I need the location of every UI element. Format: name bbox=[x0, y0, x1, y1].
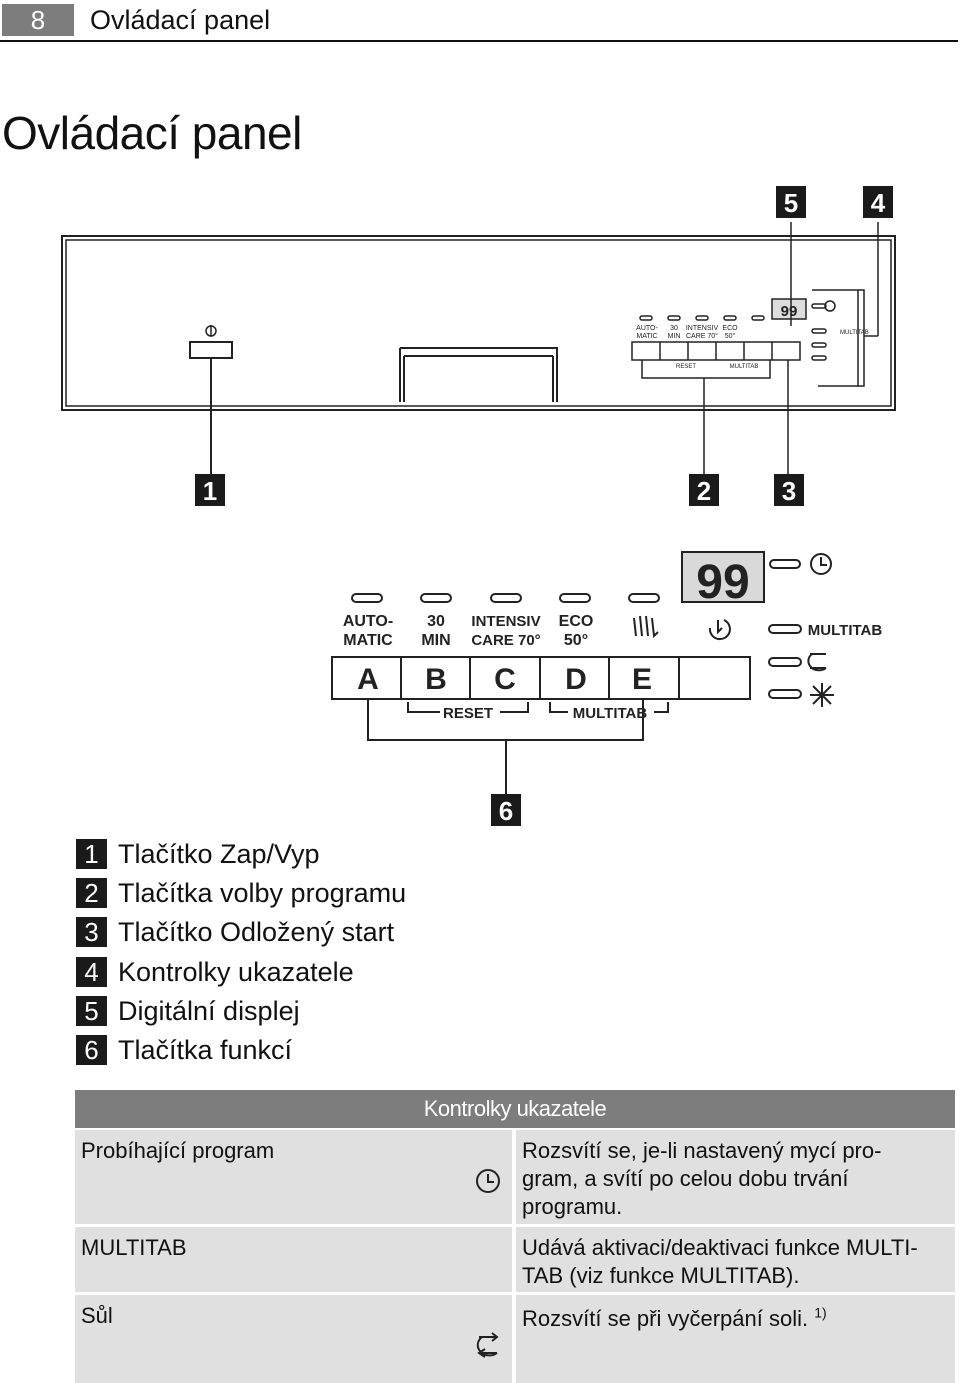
svg-text:MULTITAB: MULTITAB bbox=[840, 330, 869, 336]
small-display-digits: 99 bbox=[781, 303, 798, 320]
svg-text:RESET: RESET bbox=[443, 705, 493, 722]
svg-text:30: 30 bbox=[427, 613, 445, 630]
panel-detail-diagram: 99 AUTO- MATIC 30 MIN INTENSIV CARE 70° … bbox=[331, 551, 883, 826]
indicator-name: MULTITAB bbox=[81, 1235, 187, 1260]
delay-start-icon bbox=[708, 619, 731, 641]
svg-text:RESET: RESET bbox=[676, 364, 696, 370]
table-row: Rozsvítí se při vyčerpání soli. 1) bbox=[516, 1295, 955, 1383]
page-title: Ovládací panel bbox=[2, 107, 302, 159]
panel-outline bbox=[61, 235, 896, 411]
dry-icon bbox=[633, 615, 659, 639]
panel-overview-diagram: 99 AUTO- MATIC 30 MIN INTENSIV CARE 70° … bbox=[61, 186, 896, 506]
svg-text:50°: 50° bbox=[725, 332, 736, 340]
callout-1: 1 bbox=[195, 474, 225, 506]
panel-handle bbox=[399, 347, 558, 402]
svg-text:5: 5 bbox=[784, 188, 798, 218]
button-d: D bbox=[565, 663, 587, 696]
table-row: Udává aktivaci/deaktivaci funkce MULTI- … bbox=[516, 1227, 955, 1292]
clock-icon bbox=[476, 1169, 500, 1193]
svg-text:AUTO-: AUTO- bbox=[343, 613, 393, 630]
table-row: Rozsvítí se, je-li nastavený mycí pro- g… bbox=[516, 1130, 955, 1224]
svg-text:3: 3 bbox=[782, 476, 796, 506]
svg-text:MATIC: MATIC bbox=[343, 632, 393, 649]
svg-text:AUTO-: AUTO- bbox=[636, 325, 658, 332]
page-number: 8 bbox=[2, 4, 74, 36]
callout-6: 6 bbox=[491, 794, 521, 826]
svg-text:INTENSIV: INTENSIV bbox=[471, 613, 540, 630]
svg-text:CARE 70°: CARE 70° bbox=[686, 332, 718, 340]
svg-text:MULTITAB: MULTITAB bbox=[573, 705, 648, 722]
svg-text:INTENSIV: INTENSIV bbox=[686, 325, 719, 332]
clock-icon-panel bbox=[810, 553, 832, 575]
button-e: E bbox=[632, 663, 652, 696]
svg-text:MATIC: MATIC bbox=[636, 333, 657, 340]
callout-2: 2 bbox=[689, 474, 719, 506]
rinse-aid-indicator-icon bbox=[810, 683, 834, 707]
svg-text:CARE 70°: CARE 70° bbox=[471, 632, 540, 649]
salt-indicator-icon bbox=[807, 653, 827, 672]
svg-text:ECO: ECO bbox=[559, 613, 594, 630]
led-intensiv bbox=[490, 593, 522, 603]
button-c: C bbox=[494, 663, 516, 696]
svg-text:ECO: ECO bbox=[722, 325, 738, 332]
svg-text:50°: 50° bbox=[564, 632, 588, 649]
led-automatic bbox=[351, 593, 383, 603]
svg-text:1: 1 bbox=[203, 476, 217, 506]
table-heading: Kontrolky ukazatele bbox=[75, 1090, 955, 1128]
svg-text:6: 6 bbox=[499, 796, 513, 826]
table-row: MULTITAB bbox=[75, 1227, 512, 1292]
footnote-marker: 1) bbox=[814, 1304, 827, 1321]
digital-display bbox=[681, 551, 765, 603]
button-a: A bbox=[357, 663, 379, 696]
svg-text:2: 2 bbox=[697, 476, 711, 506]
indicator-name: Sůl bbox=[81, 1303, 113, 1328]
power-button-small bbox=[189, 341, 233, 359]
svg-text:MULTITAB: MULTITAB bbox=[808, 622, 883, 639]
svg-text:4: 4 bbox=[871, 188, 886, 218]
led-eco bbox=[559, 593, 591, 603]
callout-3: 3 bbox=[774, 474, 804, 506]
table-row: Sůl bbox=[75, 1295, 512, 1383]
led-30min bbox=[420, 593, 452, 603]
svg-text:MIN: MIN bbox=[421, 632, 450, 649]
table-row: Probíhající program bbox=[75, 1130, 512, 1224]
salt-icon bbox=[476, 1332, 499, 1358]
header-rule bbox=[0, 40, 958, 42]
svg-text:MULTITAB: MULTITAB bbox=[730, 364, 759, 370]
led-dry bbox=[628, 593, 660, 603]
header-title: Ovládací panel bbox=[90, 5, 271, 35]
indicator-name: Probíhající program bbox=[81, 1138, 275, 1163]
callout-5: 5 bbox=[776, 186, 806, 218]
callout-4: 4 bbox=[863, 186, 893, 218]
svg-text:MIN: MIN bbox=[668, 333, 681, 340]
svg-text:30: 30 bbox=[670, 325, 678, 332]
display-digits: 99 bbox=[696, 556, 749, 609]
button-b: B bbox=[425, 663, 447, 696]
